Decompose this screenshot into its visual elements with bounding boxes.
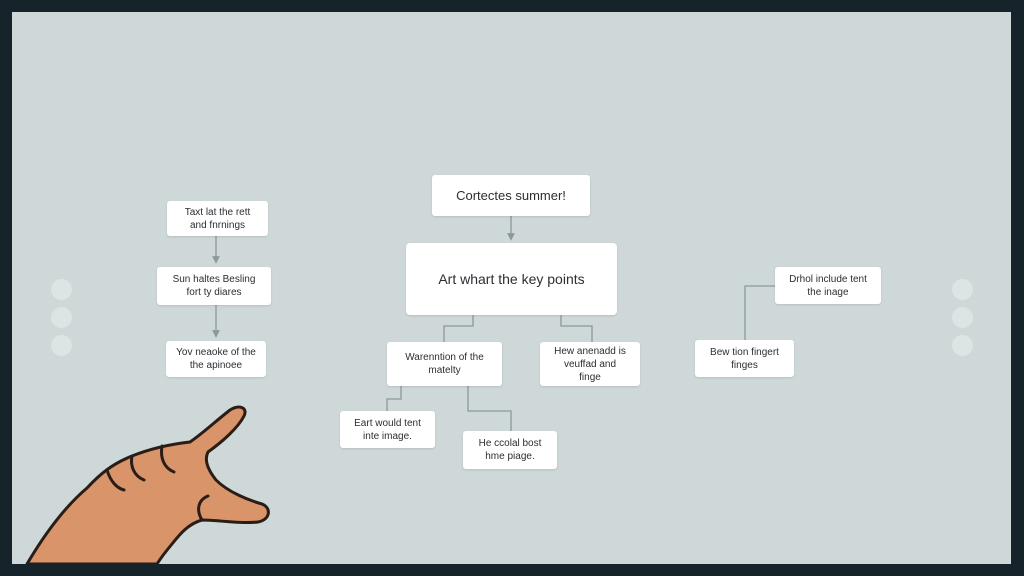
node-right-2: Bew tion fingert finges (695, 340, 794, 377)
link-centerleft-bottomright (467, 386, 512, 431)
node-bottom-right: He ccolal bost hme piage. (463, 431, 557, 469)
node-center-left: Warenntion of the matelty (387, 342, 502, 386)
node-left-2: Sun haltes Besling fort ty diares (157, 267, 271, 305)
node-root: Cortectes summer! (432, 175, 590, 216)
node-center-right: Hew anenadd is veuffad and finge (540, 342, 640, 386)
diagram-canvas: Cortectes summer! Art whart the key poin… (12, 12, 1011, 564)
connector-lines (212, 216, 775, 431)
link-keypoints-centerleft (443, 315, 474, 342)
link-right1-right2 (744, 285, 775, 340)
link-keypoints-centerright (560, 315, 593, 342)
node-bottom-left: Eart would tent inte image. (340, 411, 435, 448)
node-left-3: Yov neaoke of the the apinoee (166, 341, 266, 377)
link-centerleft-bottomleft (386, 386, 402, 411)
pointing-hand-icon (25, 405, 270, 564)
node-right-1: Drhol include tent the inage (775, 267, 881, 304)
node-left-1: Taxt lat the rett and fnrnings (167, 201, 268, 236)
node-key-points: Art whart the key points (406, 243, 617, 315)
